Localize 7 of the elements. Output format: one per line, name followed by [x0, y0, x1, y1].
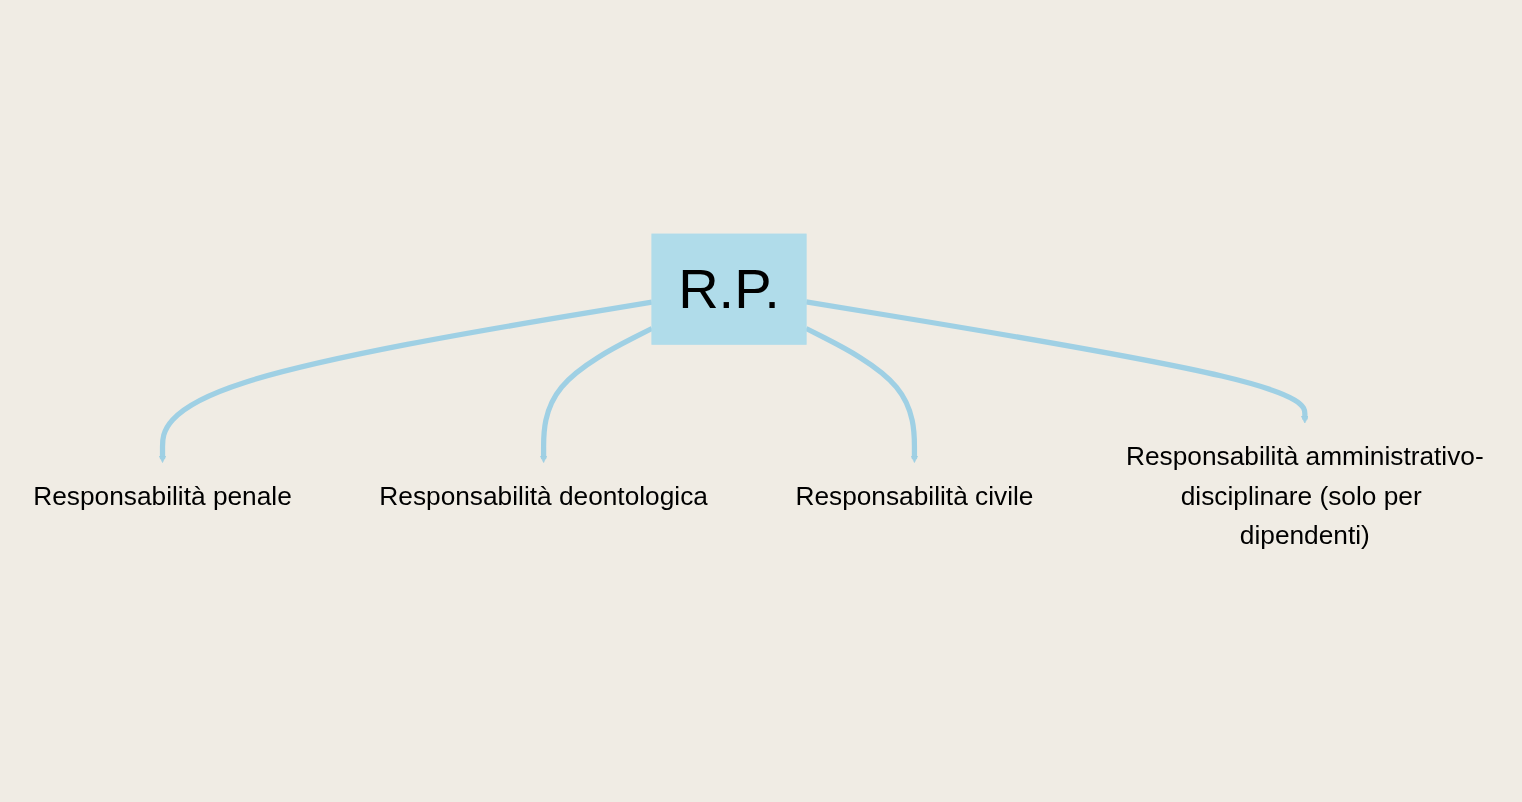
arrow [158, 299, 653, 464]
node-text: Responsabilità amministrativo-disciplinare (solo per dipendenti) [1126, 441, 1484, 550]
node-text: Responsabilità penale [33, 481, 292, 511]
node-text: Responsabilità civile [795, 481, 1034, 511]
node-text: Responsabilità deontologica [379, 481, 708, 511]
arrow [805, 299, 1309, 424]
node-box: R.P. [651, 233, 807, 345]
